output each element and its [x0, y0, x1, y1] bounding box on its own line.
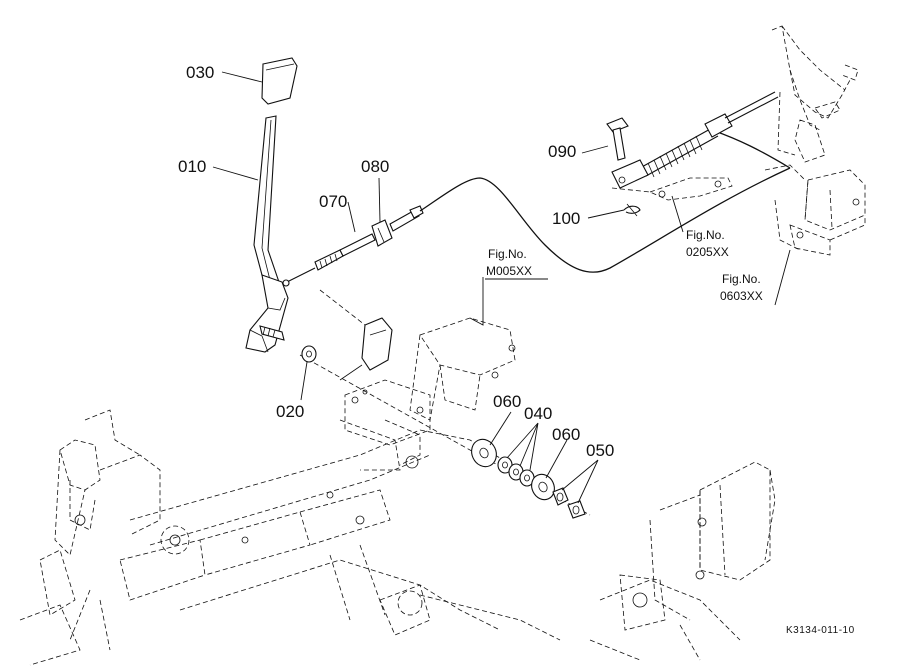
leader-lines — [212, 71, 791, 504]
lever-arm — [253, 115, 281, 302]
pedal-bracket — [764, 25, 866, 256]
fig-ref-m005-line1: Fig.No. — [488, 247, 527, 261]
washer-stack — [471, 438, 586, 519]
washer-060-a — [471, 438, 497, 468]
callout-060-a: 060 — [493, 392, 521, 411]
callout-010: 010 — [178, 157, 206, 176]
callout-080: 080 — [361, 157, 389, 176]
fig-ref-0205-line2: 0205XX — [686, 245, 729, 259]
nut-050-b — [567, 500, 586, 519]
lever-grip — [261, 57, 298, 105]
cable-clip-bracket — [319, 289, 393, 381]
fig-ref-m005-line2: M005XX — [486, 264, 532, 278]
chassis-frame — [19, 409, 776, 666]
brake-cable — [282, 129, 791, 287]
figure-references: Fig.No. M005XX Fig.No. 0205XX Fig.No. 06… — [485, 228, 763, 303]
right-linkage — [606, 91, 779, 217]
callout-labels: 030 010 080 070 020 060 040 060 050 090 … — [178, 63, 614, 460]
mounting-bracket — [339, 317, 516, 471]
fig-ref-0603-line1: Fig.No. — [722, 272, 761, 286]
washer-060-b — [531, 473, 555, 501]
callout-020: 020 — [276, 402, 304, 421]
callout-030: 030 — [186, 63, 214, 82]
fig-ref-0603-line2: 0603XX — [720, 289, 763, 303]
callout-040: 040 — [524, 404, 552, 423]
washer-020 — [301, 345, 317, 363]
nut-050-a — [552, 487, 569, 506]
callout-070: 070 — [319, 192, 347, 211]
callout-100: 100 — [552, 209, 580, 228]
drawing-code: K3134-011-10 — [786, 625, 855, 636]
callout-090: 090 — [548, 142, 576, 161]
callout-060-b: 060 — [552, 425, 580, 444]
callout-050: 050 — [586, 441, 614, 460]
brake-lever — [245, 57, 298, 353]
fig-ref-0205-line1: Fig.No. — [686, 228, 725, 242]
